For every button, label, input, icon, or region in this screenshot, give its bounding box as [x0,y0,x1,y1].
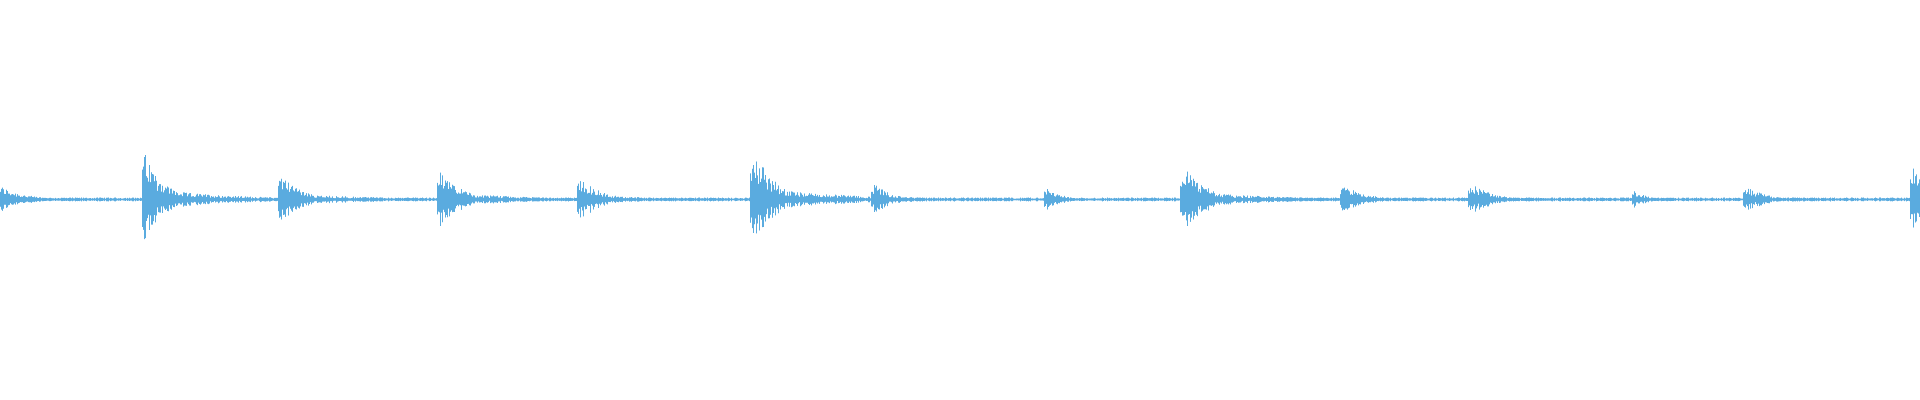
waveform-bars [0,155,1920,240]
waveform-signal [0,155,1920,240]
